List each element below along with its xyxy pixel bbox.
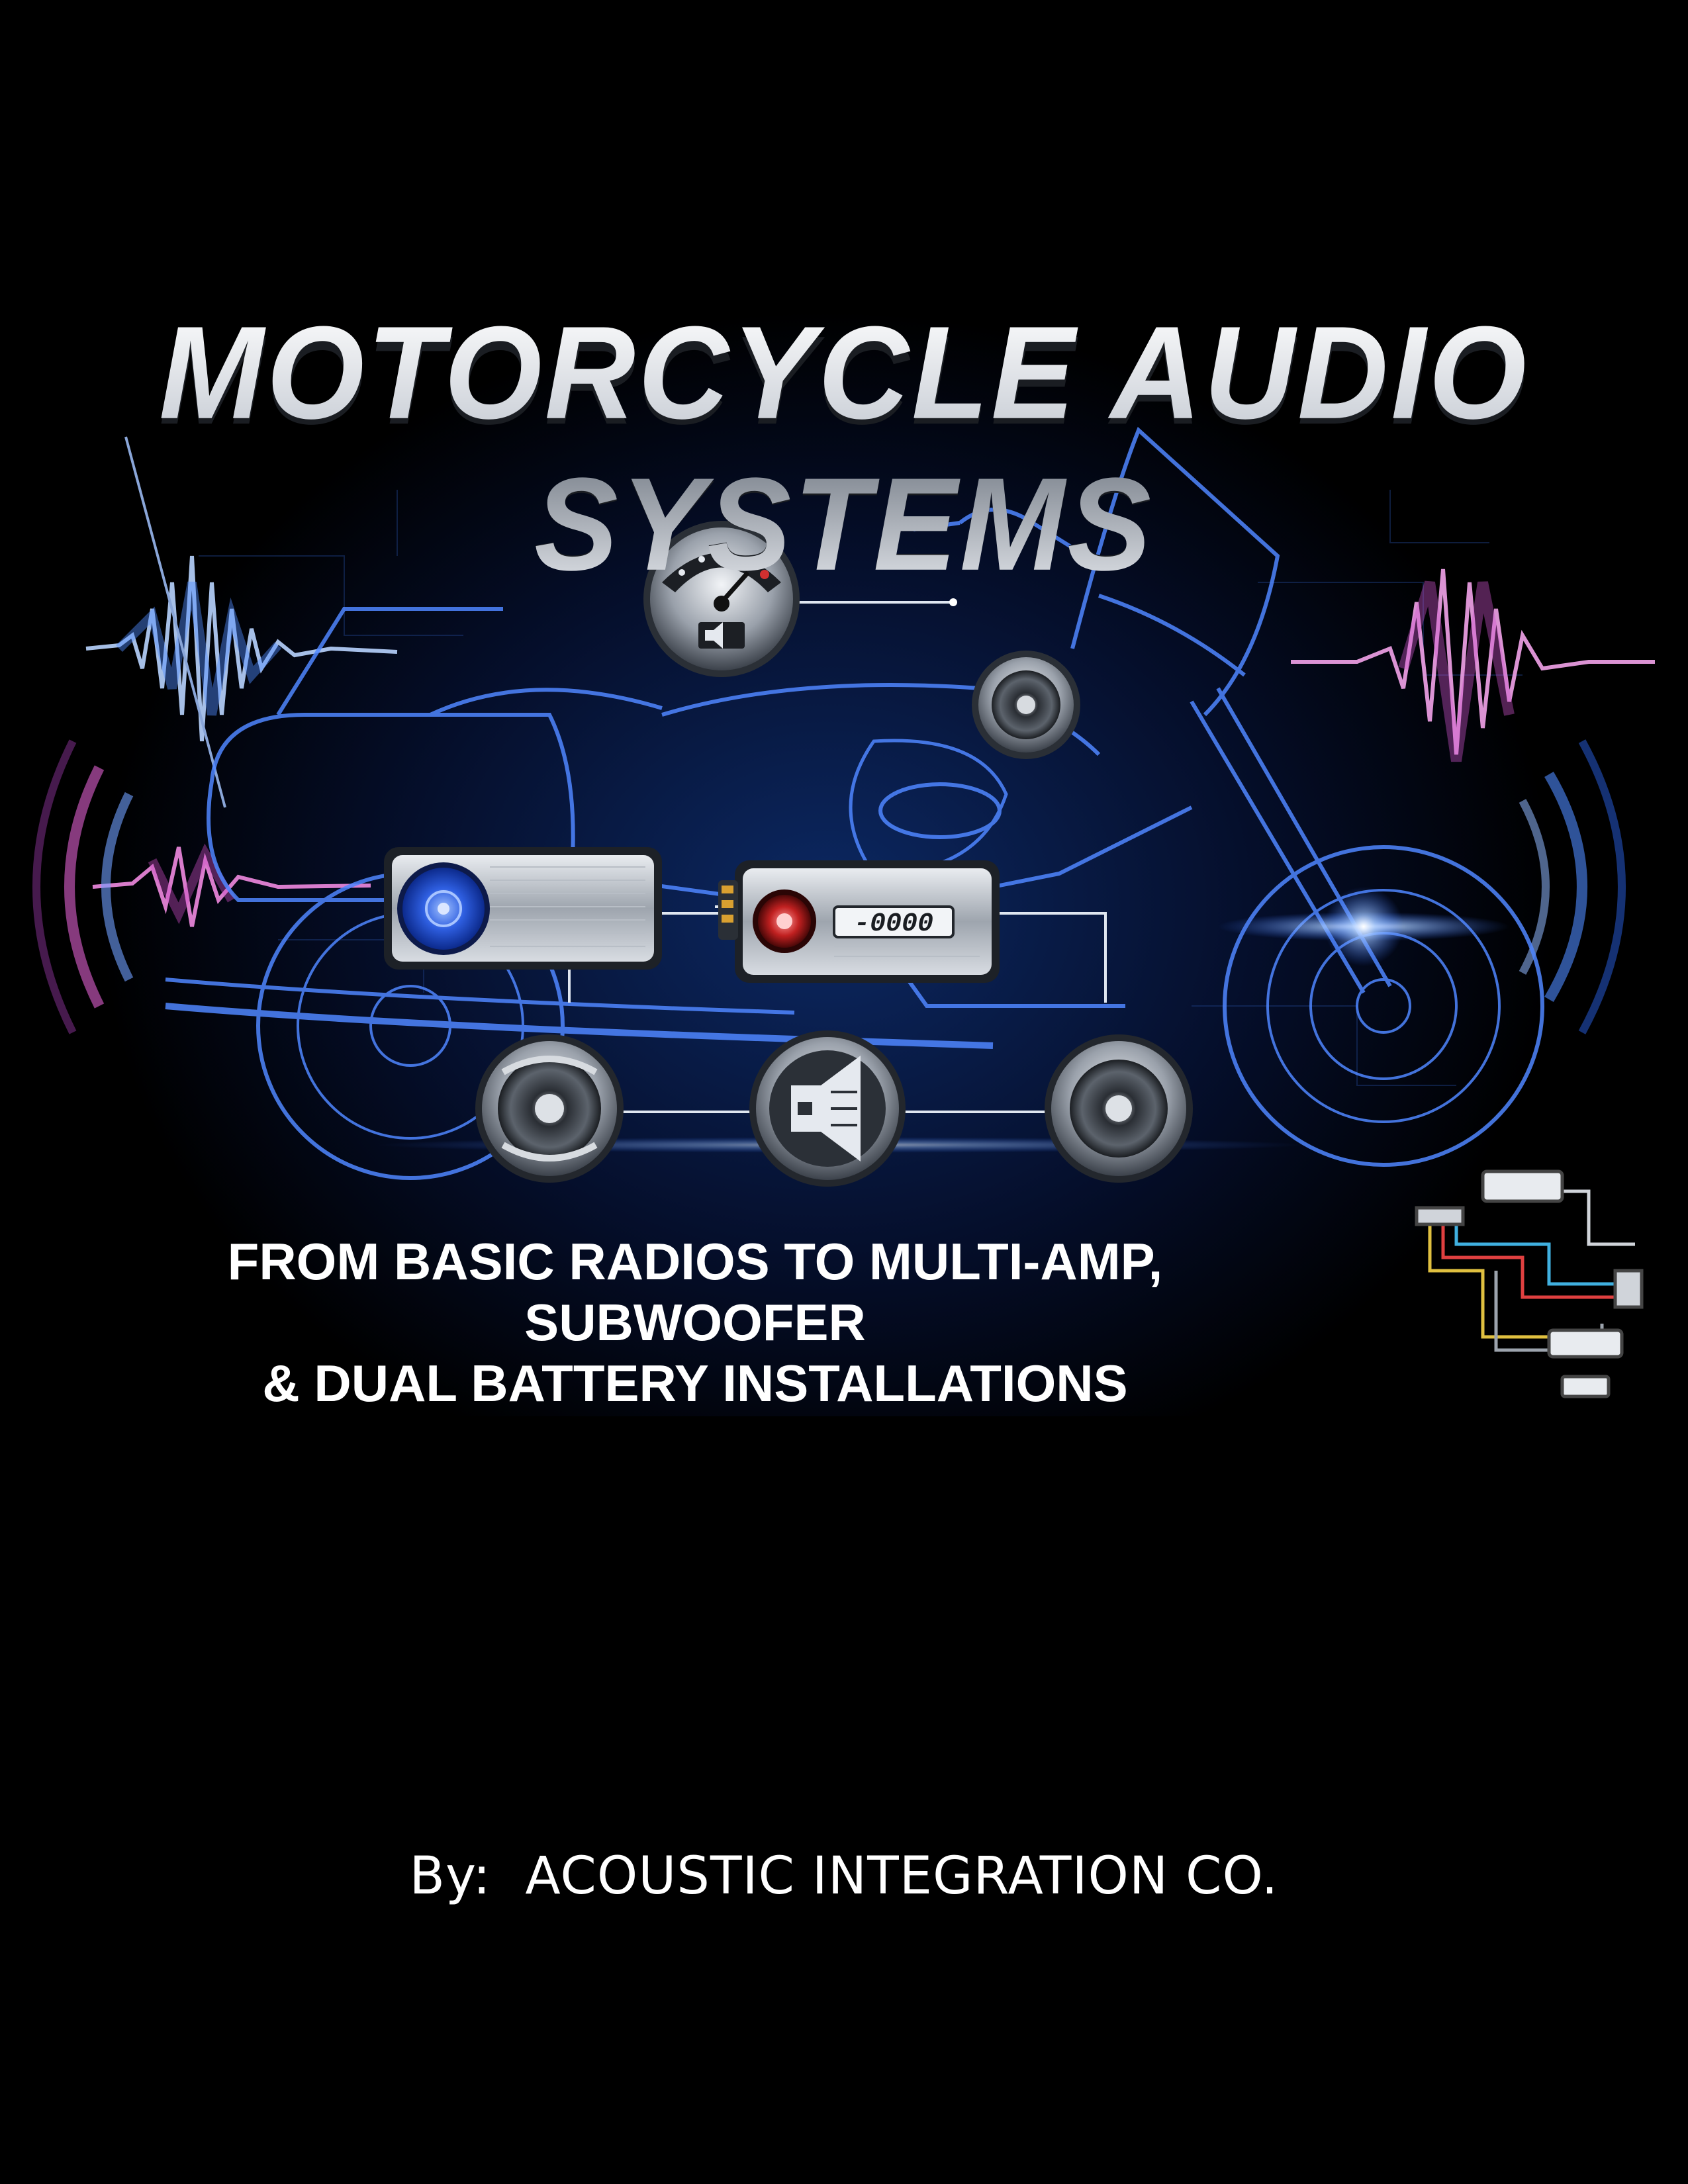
soundwave-left	[85, 555, 398, 927]
amp-display: -0000	[854, 909, 933, 939]
amplifier-icon	[384, 847, 662, 970]
speaker-icon	[1045, 1034, 1193, 1183]
author-prefix: By:	[409, 1846, 491, 1906]
author-name: ACOUSTIC INTEGRATION CO.	[525, 1846, 1279, 1906]
speaker-icon	[972, 651, 1080, 759]
subwoofer-icon	[749, 1030, 906, 1187]
wiring-diagram-icon	[1415, 1169, 1644, 1398]
antenna	[124, 436, 226, 808]
gauge-icon	[643, 521, 800, 677]
cover-title-shadow: MOTORCYCLE AUDIO SYSTEMS	[0, 308, 1688, 597]
subtitle-line-1: FROM BASIC RADIOS TO MULTI-AMP, SUBWOOFE…	[227, 1232, 1163, 1351]
amplifier-icon: -0000	[718, 860, 1000, 983]
motorcycle-outline	[165, 426, 1544, 1180]
sound-rings-right	[1519, 739, 1626, 1034]
cover-artwork: -0000	[0, 212, 1688, 1416]
lens-flare	[1324, 887, 1403, 966]
circuit-background	[199, 490, 1523, 1086]
subtitle-line-2: & DUAL BATTERY INSTALLATIONS	[262, 1354, 1128, 1412]
soundwave-right	[1291, 569, 1655, 762]
motorcycle-illustration: -0000	[32, 426, 1655, 1398]
speaker-icon	[475, 1034, 624, 1183]
author-line: By: ACOUSTIC INTEGRATION CO.	[0, 1846, 1688, 1906]
sound-rings-left	[32, 739, 134, 1034]
cover-subtitle: FROM BASIC RADIOS TO MULTI-AMP, SUBWOOFE…	[199, 1231, 1192, 1414]
cover-title: MOTORCYCLE AUDIO SYSTEMS	[0, 297, 1688, 600]
